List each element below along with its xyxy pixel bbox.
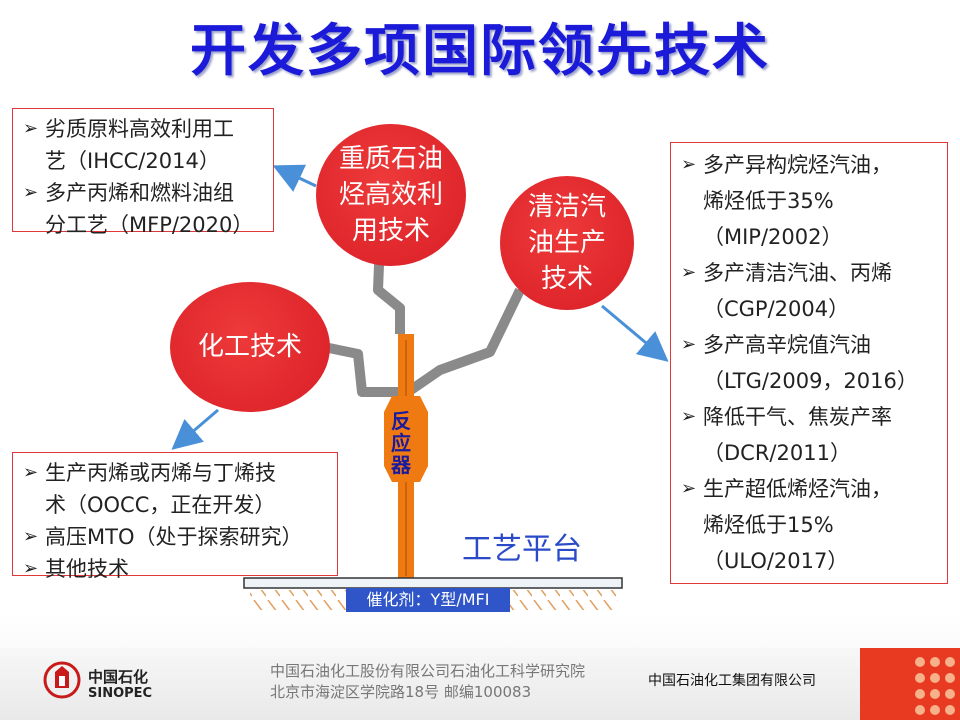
catalyst-label: 催化剂：Y型/MFI — [346, 588, 510, 612]
list-line: 烯烃低于15% — [703, 513, 834, 537]
footer-group-name: 中国石油化工集团有限公司 — [648, 673, 816, 689]
list-line: 劣质原料高效利用工 — [45, 117, 234, 141]
list-item: ➢ 高压MTO（处于探索研究） — [19, 521, 331, 553]
logo-chinese-name: 中国石化 — [88, 668, 149, 686]
page-title: 开发多项国际领先技术 — [190, 19, 770, 84]
list-line: 其他技术 — [45, 557, 129, 581]
arrow-right-bullet-icon: ➢ — [681, 154, 697, 175]
arrow-right-bullet-icon: ➢ — [23, 558, 39, 579]
list-line: 多产异构烷烃汽油， — [703, 153, 892, 177]
list-line: 多产高辛烷值汽油 — [703, 333, 871, 357]
arrow-chemical — [171, 408, 219, 450]
box-heavy-oil-techs: ➢ 劣质原料高效利用工 艺（IHCC/2014） ➢ 多产丙烯和燃料油组 分工艺… — [12, 108, 274, 237]
list-item: ➢ 其他技术 — [19, 553, 331, 585]
arrow-heavy-oil — [272, 164, 317, 192]
list-line: （LTG/2009，2016） — [703, 369, 918, 393]
list-line: 术（OOCC，正在开发） — [45, 493, 276, 517]
list-line: （ULO/2017） — [703, 549, 849, 573]
logo-english-name: SINOPEC — [88, 686, 153, 701]
arrow-right-bullet-icon: ➢ — [681, 406, 697, 427]
arrow-right-bullet-icon: ➢ — [23, 182, 39, 203]
arrow-right-bullet-icon: ➢ — [23, 462, 39, 483]
list-item: ➢ 多产异构烷烃汽油， 烯烃低于35% （MIP/2002） — [677, 147, 941, 255]
list-line: 降低干气、焦炭产率 — [703, 405, 892, 429]
footer-decoration — [860, 648, 960, 720]
box-chemical-techs: ➢ 生产丙烯或丙烯与丁烯技 术（OOCC，正在开发） ➢ 高压MTO（处于探索研… — [12, 452, 338, 581]
branch-to-clean-gasoline — [405, 287, 525, 397]
list-line: 生产超低烯烃汽油， — [703, 477, 892, 501]
arrow-right-bullet-icon: ➢ — [23, 526, 39, 547]
list-line: 多产丙烯和燃料油组 — [45, 181, 234, 205]
list-item: ➢ 降低干气、焦炭产率 （DCR/2011） — [677, 399, 941, 471]
list-item: ➢ 多产丙烯和燃料油组 分工艺（MFP/2020） — [19, 177, 267, 241]
list-item: ➢ 劣质原料高效利用工 艺（IHCC/2014） — [19, 113, 267, 177]
footer-address: 北京市海淀区学院路18号 邮编100083 — [270, 683, 532, 701]
reactor-vessel — [384, 396, 428, 482]
list-line: （MIP/2002） — [703, 225, 843, 249]
list-line: 生产丙烯或丙烯与丁烯技 — [45, 461, 276, 485]
list-line: 艺（IHCC/2014） — [45, 149, 220, 173]
reactor-label: 反 应 器 — [391, 409, 411, 477]
arrow-clean-gasoline — [601, 304, 669, 362]
arrow-right-bullet-icon: ➢ — [23, 118, 39, 139]
list-item: ➢ 生产超低烯烃汽油， 烯烃低于15% （ULO/2017） — [677, 471, 941, 579]
list-line: 烯烃低于35% — [703, 189, 834, 213]
circle-heavy-oil: 重质石油 烃高效利 用技术 — [316, 124, 466, 266]
footer-bar — [0, 648, 960, 720]
list-item: ➢ 多产清洁汽油、丙烯 （CGP/2004） — [677, 255, 941, 327]
list-line: （DCR/2011） — [703, 441, 851, 465]
arrow-right-bullet-icon: ➢ — [681, 334, 697, 355]
arrow-right-bullet-icon: ➢ — [681, 262, 697, 283]
footer-institute: 中国石油化工股份有限公司石油化工科学研究院 — [270, 662, 586, 680]
arrow-right-bullet-icon: ➢ — [681, 478, 697, 499]
list-item: ➢ 生产丙烯或丙烯与丁烯技 术（OOCC，正在开发） — [19, 457, 331, 521]
list-line: 分工艺（MFP/2020） — [45, 213, 254, 237]
sinopec-logo-icon — [43, 661, 81, 699]
circle-clean-gasoline: 清洁汽 油生产 技术 — [500, 176, 634, 310]
list-line: 多产清洁汽油、丙烯 — [703, 261, 892, 285]
circle-chemical: 化工技术 — [170, 282, 330, 412]
list-line: （CGP/2004） — [703, 297, 850, 321]
list-line: 高压MTO（处于探索研究） — [45, 525, 303, 549]
list-item: ➢ 多产高辛烷值汽油 （LTG/2009，2016） — [677, 327, 941, 399]
box-clean-gasoline-techs: ➢ 多产异构烷烃汽油， 烯烃低于35% （MIP/2002） ➢ 多产清洁汽油、… — [670, 142, 948, 584]
platform-label: 工艺平台 — [462, 532, 582, 567]
